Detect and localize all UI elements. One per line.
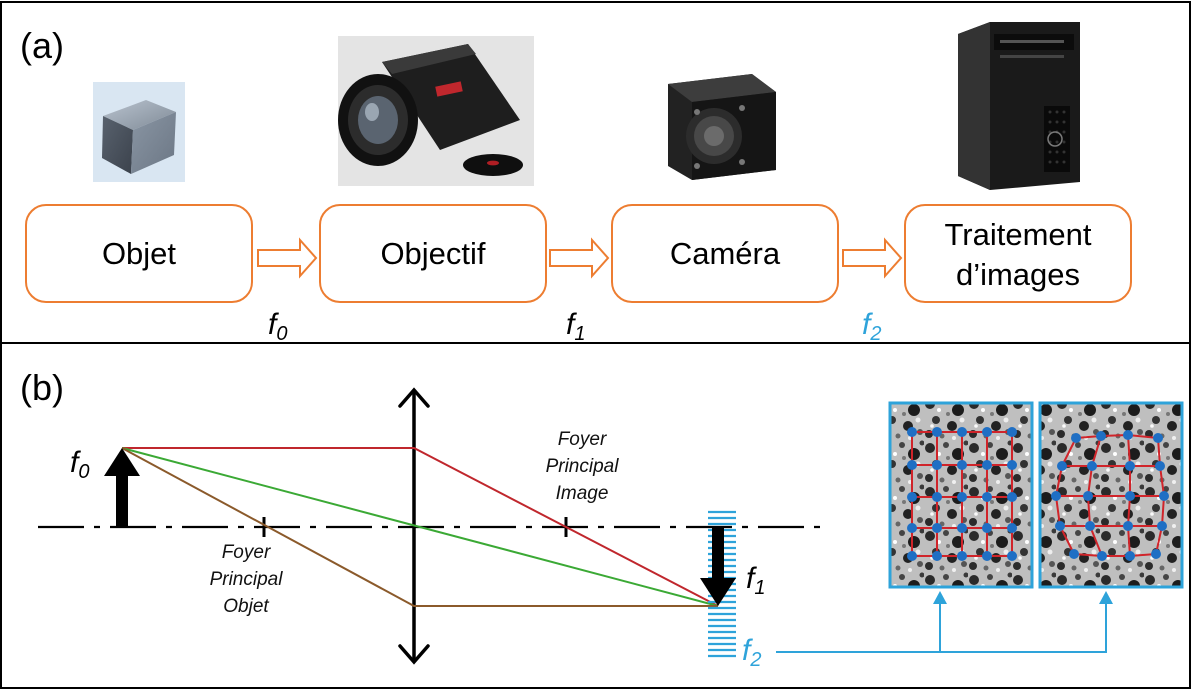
cube-photo-icon [93, 82, 185, 182]
focal-image-label-1: Foyer [558, 429, 607, 450]
connector-arrowhead-reference [933, 591, 947, 604]
focal-object-label-1: Foyer [222, 542, 271, 563]
focal-image-label-2: Principal [546, 456, 620, 477]
ray-red [122, 447, 719, 607]
image-arrow-icon [700, 528, 736, 606]
mesh-nodes-deformed [1051, 430, 1169, 561]
stage-box-traitement: Traitement d’images [904, 204, 1132, 303]
flow-arrow-3 [842, 237, 903, 279]
ray-brown [121, 447, 718, 607]
object-arrow-icon [104, 448, 140, 526]
stage-label-objet: Objet [102, 236, 176, 271]
ray-green [121, 447, 719, 607]
stage-label-objectif: Objectif [380, 236, 485, 271]
flow-arrow-1 [257, 237, 318, 279]
stage-box-objet: Objet [25, 204, 253, 303]
computer-tower-photo-icon [958, 22, 1080, 190]
focal-image-label-3: Image [556, 483, 609, 504]
stage-label-traitement-line2: d’images [956, 257, 1080, 292]
objective-lens-photo-icon [338, 36, 534, 186]
freq-label-object: f0 [70, 446, 89, 483]
flow-arrow-2 [549, 237, 610, 279]
focal-object-label-2: Principal [210, 569, 284, 590]
freq-label-image: f1 [746, 562, 765, 599]
camera-photo-icon [660, 66, 780, 184]
focal-object-label-3: Objet [223, 596, 269, 617]
stage-box-camera: Caméra [611, 204, 839, 303]
stage-box-objectif: Objectif [319, 204, 547, 303]
stage-label-camera: Caméra [670, 236, 781, 271]
connector-arrowhead-deformed [1099, 591, 1113, 604]
panel-b-frame [0, 342, 1191, 689]
freq-label-sensor: f2 [742, 634, 761, 671]
freq-label-f1: f1 [566, 308, 585, 345]
mesh-nodes-reference [907, 427, 1017, 561]
panel-b-label: (b) [20, 367, 64, 408]
freq-label-f0: f0 [268, 308, 287, 345]
panel-a-label: (a) [20, 25, 64, 66]
freq-label-f2: f2 [862, 308, 881, 345]
sensor-to-images-connector [776, 600, 1107, 653]
stage-label-traitement-line1: Traitement [944, 217, 1091, 252]
